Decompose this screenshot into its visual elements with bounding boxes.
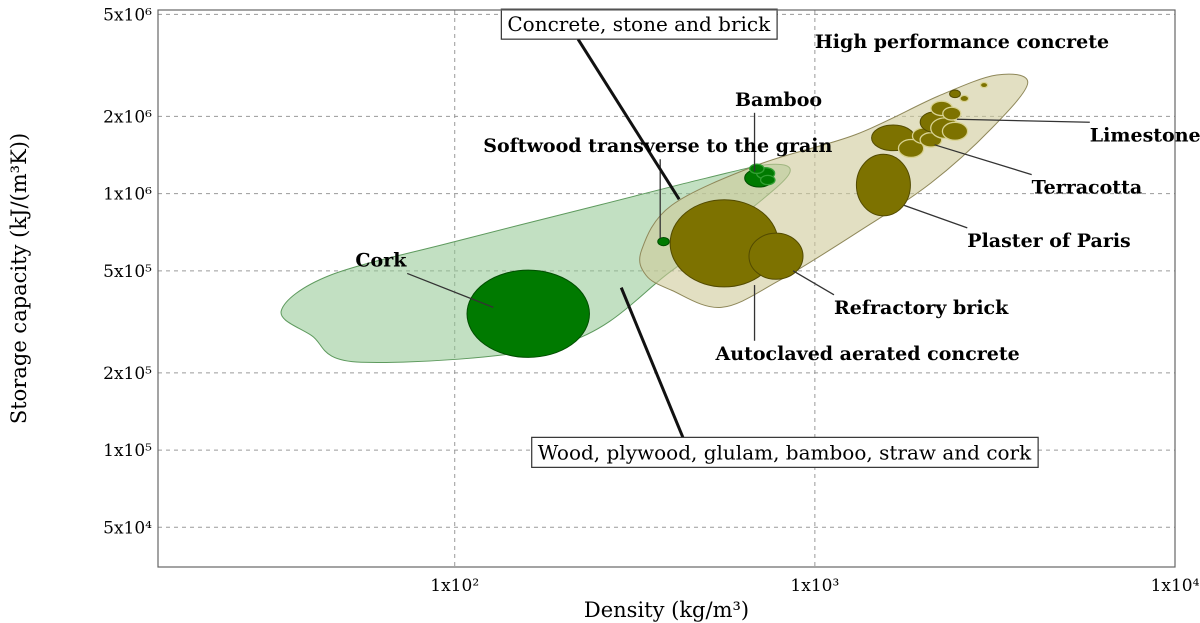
group-box-concrete-stone-and-brick (500, 8, 778, 40)
label-autoclaved-aerated-concrete: Autoclaved aerated concrete (715, 343, 1020, 365)
bubble-plaster-of-paris (855, 153, 911, 217)
y-tick-label: 5x10⁴ (103, 518, 152, 538)
leader-cork (406, 272, 494, 309)
label-refractory-brick: Refractory brick (834, 297, 1009, 319)
bubbles (466, 81, 989, 358)
bubble-high-performance-concrete (949, 89, 961, 99)
bubble-limestone (942, 106, 962, 121)
leader-terracotta (934, 144, 1032, 176)
x-tick-label: 1x10² (430, 576, 479, 596)
y-tick-label: 2x10⁶ (103, 107, 152, 127)
tick-labels: 1x10² 1x10³ 1x10⁴ 5x10⁴ 1x10⁵ 2x10⁵ 5x10⁵ 1x10⁶… (103, 5, 1199, 596)
y-tick-label: 1x10⁶ (103, 185, 152, 205)
bubble-bamboo (759, 174, 776, 186)
leader-refractory-brick (792, 270, 835, 296)
bubble-bamboo (748, 163, 765, 175)
y-axis-label: Storage capacity (kJ/(m³K)) (7, 133, 31, 424)
bubble-high-performance-concrete (959, 94, 970, 103)
leader-stone-envelope (576, 38, 681, 201)
y-tick-label: 5x10⁶ (103, 5, 152, 25)
label-terracotta: Terracotta (1032, 177, 1142, 199)
y-tick-label: 5x10⁵ (103, 262, 152, 282)
bubble-refractory-brick (748, 232, 804, 280)
label-high-performance-concrete: High performance concrete (815, 31, 1109, 53)
plot-frame (157, 9, 1176, 568)
bubble-terracotta (897, 138, 925, 159)
label-plaster-of-paris: Plaster of Paris (967, 230, 1130, 252)
bubble-high-performance-concrete (979, 81, 989, 89)
bubble-limestone (941, 121, 969, 141)
leader-limestone (956, 118, 1090, 123)
group-label-wood-plywood-glulam-bamboo-straw-and-cork: Wood, plywood, glulam, bamboo, straw and… (538, 440, 1032, 464)
leader-lines (406, 38, 1090, 438)
y-tick-label: 1x10⁵ (103, 441, 152, 461)
bubble-cork (466, 269, 590, 358)
label-bamboo: Bamboo (735, 89, 822, 111)
envelopes (280, 73, 1029, 363)
group-label-concrete-stone-and-brick: Concrete, stone and brick (507, 12, 771, 36)
annotations: Cork Softwood transverse to the grain Bamb… (355, 8, 1200, 468)
leader-wood-envelope (619, 287, 685, 438)
leader-plaster-of-paris (903, 204, 968, 229)
x-tick-label: 1x10⁴ (1151, 576, 1200, 596)
label-softwood-transverse-to-the-grain: Softwood transverse to the grain (483, 135, 832, 157)
bubble-softwood-transverse-to-the-grain (657, 236, 670, 247)
y-tick-label: 2x10⁵ (103, 364, 152, 384)
x-axis-label: Density (kg/m³) (584, 598, 749, 622)
group-box-wood-plywood-glulam-bamboo-straw-and-cork (531, 436, 1039, 468)
label-cork: Cork (355, 249, 407, 271)
label-limestone: Limestone (1090, 124, 1200, 146)
x-tick-label: 1x10³ (790, 576, 839, 596)
